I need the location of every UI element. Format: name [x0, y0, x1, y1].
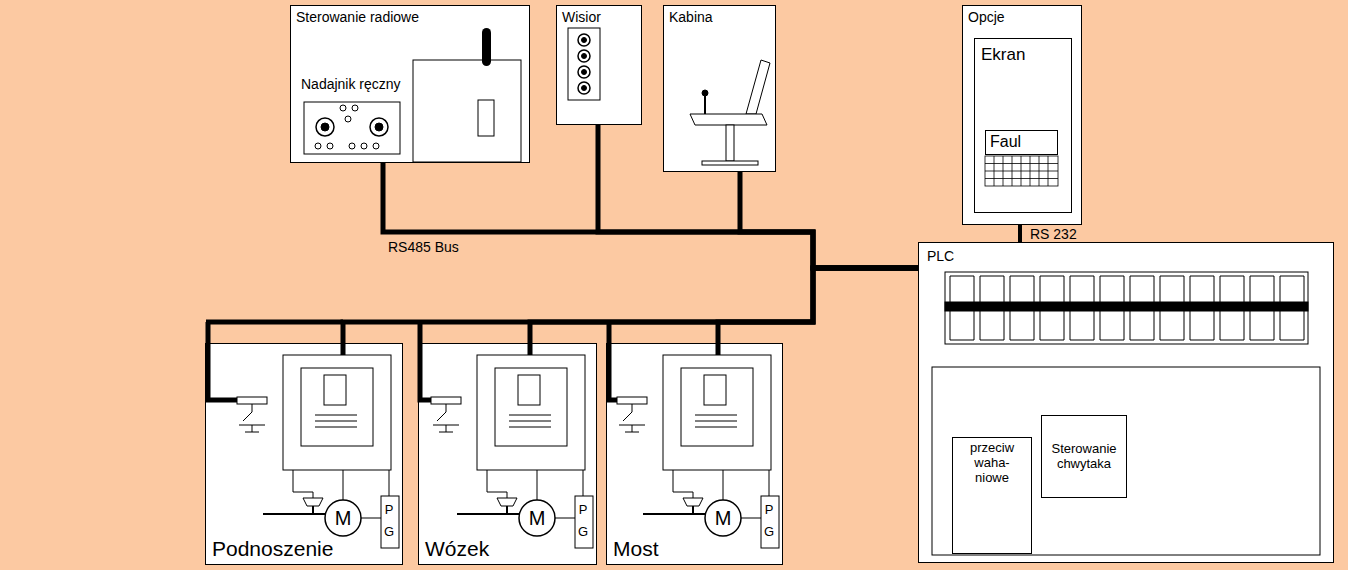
drive-box: Most: [606, 343, 783, 565]
node-label: Wisior: [562, 9, 636, 25]
serial-link: [1018, 225, 1022, 242]
node-label: Wózek: [425, 537, 590, 561]
edge-label: RS 232: [1030, 227, 1077, 241]
ill-0: [413, 28, 521, 162]
ill-1: [304, 102, 400, 154]
node-label: Sterowanie chwytaka: [1047, 442, 1121, 472]
encoder-label: P G: [381, 499, 397, 543]
illustration: [975, 39, 1071, 212]
pendant-box: Wisior: [556, 5, 642, 125]
drive-box: Wózek: [418, 343, 597, 565]
screen-box: EkranFaul: [974, 38, 1072, 213]
motor: [431, 355, 593, 548]
transmitter-box: Nadajnik ręczny: [296, 73, 408, 157]
node-label: Most: [613, 537, 776, 561]
illustration: [419, 344, 596, 564]
node-label: Sterowanie radiowe: [296, 9, 524, 25]
motor-symbol: M: [713, 507, 733, 530]
node-label: Ekran: [981, 45, 1065, 65]
motor: [617, 355, 779, 548]
bus-line: [343, 268, 918, 343]
bus-line: [383, 163, 918, 268]
node-label: Opcje: [968, 9, 1076, 25]
display-field: Faul: [985, 130, 1058, 155]
node-label: Kabina: [669, 9, 770, 25]
bus-label: RS485 Bus: [388, 239, 459, 255]
stub-12: [609, 343, 718, 400]
node-label: Nadajnik ręczny: [301, 76, 403, 92]
encoder-label: P G: [575, 499, 591, 543]
ill-7: [932, 272, 1320, 555]
bus-segment: [206, 322, 609, 343]
ill-5: [985, 156, 1058, 186]
function-box: przeciw waha- niowe: [952, 437, 1032, 554]
motor-symbol: M: [527, 507, 547, 530]
illustration: [664, 6, 775, 171]
plc-box: PLC przeciw waha- niowe Sterowanie chwytak…: [918, 242, 1334, 563]
motor-symbol: M: [333, 507, 353, 530]
node-label: Podnoszenie: [212, 537, 396, 561]
drive-box: Podnoszenie: [205, 343, 403, 565]
ill-2: [568, 28, 600, 100]
illustration: [607, 344, 782, 564]
function-box: Sterowanie chwytaka: [1041, 415, 1127, 498]
cabin-box: Kabina: [663, 5, 776, 172]
stub-10: [208, 343, 343, 400]
motor: [237, 355, 399, 548]
illustration: [206, 344, 402, 564]
options-box: OpcjeEkranFaul: [962, 5, 1082, 225]
node-label: Faul: [990, 133, 1053, 151]
encoder-label: P G: [761, 499, 777, 543]
bus-line: [740, 172, 918, 268]
node-label: PLC: [927, 248, 1325, 264]
stub-11: [420, 343, 530, 400]
bus-line: [530, 268, 918, 343]
node-label: przeciw waha- niowe: [958, 441, 1026, 486]
bus-line: [718, 268, 918, 343]
ill-3: [690, 60, 770, 165]
radio-control-box: Sterowanie radioweNadajnik ręczny: [290, 5, 530, 163]
